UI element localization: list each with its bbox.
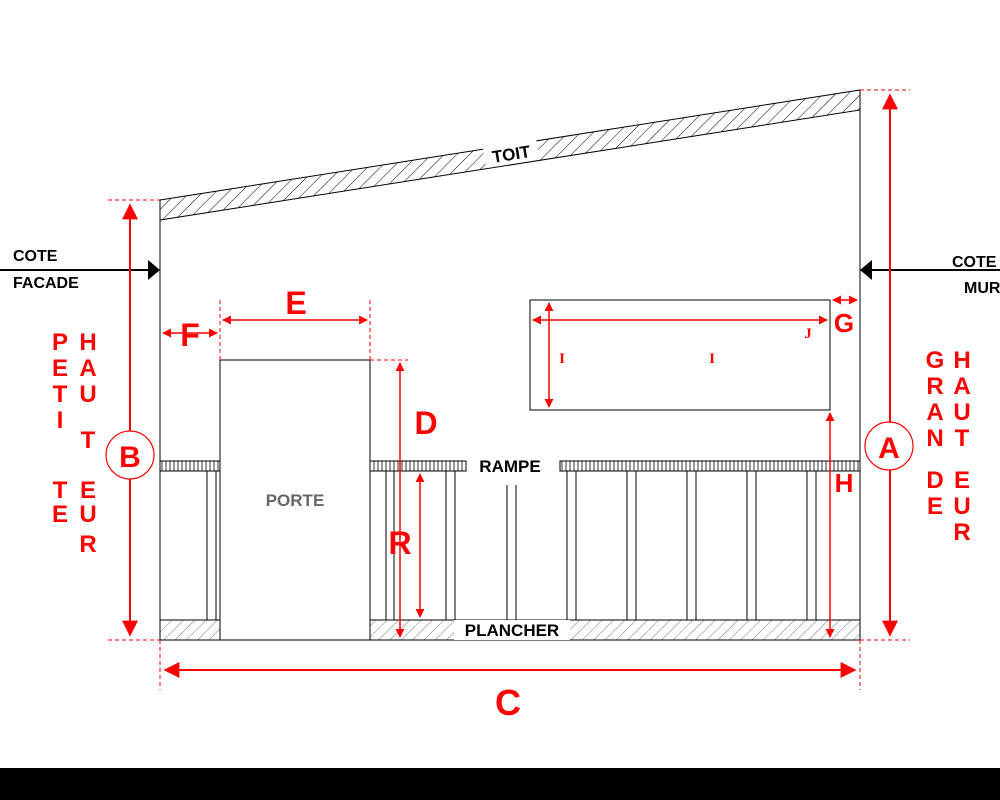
dimension-c-letter: C xyxy=(495,682,521,723)
grande-letter: E xyxy=(927,493,943,520)
dimension-f-letter: F xyxy=(180,317,200,353)
vertical-word-petite: P E T I T E xyxy=(52,329,68,528)
hauteur-right-letter: H xyxy=(953,347,970,374)
dimension-b-letter: B xyxy=(119,441,141,474)
hauteur-left-letter: H xyxy=(79,329,96,356)
wall-arrow-icon xyxy=(860,260,872,280)
dimension-b-badge: B xyxy=(105,430,155,480)
dimension-letters: C F E D R G H J I I xyxy=(180,285,854,723)
grande-letter: D xyxy=(926,467,943,494)
roof: TOIT xyxy=(159,89,861,221)
side-marker-facade: COTE FACADE xyxy=(0,248,160,292)
facade-side-line2: FACADE xyxy=(13,275,79,292)
wall-side-line2: MUR xyxy=(964,280,1000,297)
petite-letter: P xyxy=(52,329,68,356)
hauteur-left-letter: R xyxy=(79,531,96,558)
hauteur-left-letter: E xyxy=(80,477,96,504)
petite-letter: E xyxy=(52,355,68,382)
dimension-i-horizontal-letter: I xyxy=(709,351,715,367)
dimension-d-letter: D xyxy=(414,405,437,441)
hauteur-right-letter: R xyxy=(953,519,970,546)
dimension-a-letter: A xyxy=(878,432,900,465)
dimension-h-letter: H xyxy=(835,468,854,498)
dimension-e-letter: E xyxy=(285,285,306,321)
dimension-a-badge: A xyxy=(864,421,914,471)
dimension-r-letter: R xyxy=(388,525,411,561)
door: PORTE xyxy=(219,359,371,641)
petite-letter: T xyxy=(53,477,68,504)
vertical-word-hauteur-left: H A U T E U R xyxy=(79,329,96,558)
petite-letter: I xyxy=(57,407,64,434)
dimension-g-letter: G xyxy=(834,308,854,338)
grande-letter: R xyxy=(926,373,943,400)
petite-letter: T xyxy=(53,381,68,408)
railing: RAMPE xyxy=(159,457,861,620)
grande-letter: N xyxy=(926,425,943,452)
facade-arrow-icon xyxy=(148,260,160,280)
walls xyxy=(159,90,861,640)
hauteur-right-letter: U xyxy=(953,493,970,520)
hauteur-left-letter: U xyxy=(79,501,96,528)
vertical-word-grande: G R A N D E xyxy=(926,347,945,520)
vertical-word-hauteur-right: H A U T E U R xyxy=(953,347,970,546)
facade-side-line1: COTE xyxy=(13,248,58,265)
hauteur-left-letter: T xyxy=(81,427,96,454)
floor-label: PLANCHER xyxy=(465,621,559,640)
side-marker-wall: COTE MUR xyxy=(860,254,1000,297)
grande-letter: G xyxy=(926,347,945,374)
window xyxy=(529,299,831,411)
dimension-i-vertical-letter: I xyxy=(559,351,565,367)
hauteur-right-letter: T xyxy=(955,425,970,452)
grande-letter: A xyxy=(926,399,943,426)
ramp-label: RAMPE xyxy=(479,457,540,476)
hauteur-right-letter: U xyxy=(953,399,970,426)
hauteur-left-letter: U xyxy=(79,381,96,408)
dimension-j-letter: J xyxy=(804,326,812,342)
hauteur-right-letter: E xyxy=(954,467,970,494)
dimension-lines xyxy=(108,89,910,690)
footer-bar xyxy=(0,768,1000,800)
wall-side-line1: COTE xyxy=(952,254,997,271)
hauteur-left-letter: A xyxy=(79,355,96,382)
hauteur-right-letter: A xyxy=(953,373,970,400)
petite-letter: E xyxy=(52,501,68,528)
door-label: PORTE xyxy=(266,491,325,510)
